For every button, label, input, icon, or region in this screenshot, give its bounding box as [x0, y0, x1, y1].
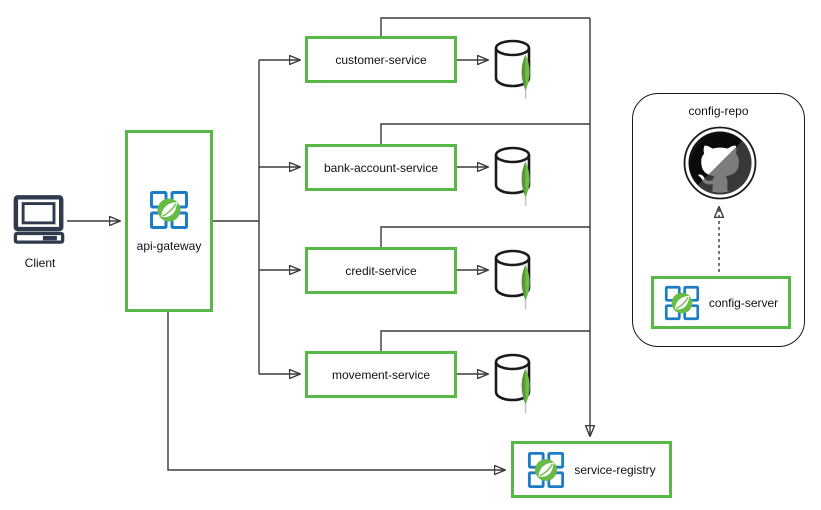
api-gateway-node: api-gateway: [125, 130, 213, 312]
config-server-node: config-server: [651, 276, 791, 329]
services-to-registry-collector: [380, 17, 590, 435]
bank-account-service-label: bank-account-service: [323, 160, 439, 175]
bank-account-service-node: bank-account-service: [305, 144, 457, 191]
credit-service-label: credit-service: [345, 263, 417, 278]
gateway-to-services-branch: [213, 60, 299, 374]
config-repo-container: config-repo config-server: [632, 93, 805, 347]
gateway-to-registry-arrow: [167, 311, 504, 470]
config-server-label: config-server: [708, 295, 779, 310]
mongodb-database-icon: [493, 38, 539, 102]
client-label: Client: [24, 256, 56, 270]
spring-cloud-icon: [149, 190, 189, 230]
service-registry-node: service-registry: [511, 441, 672, 498]
mongodb-database-icon: [493, 352, 539, 416]
config-repo-label: config-repo: [688, 104, 749, 118]
spring-cloud-icon: [527, 451, 565, 489]
movement-service-label: movement-service: [331, 367, 431, 382]
mongodb-database-icon: [493, 248, 539, 312]
service-to-database-arrows: [457, 60, 487, 374]
api-gateway-label: api-gateway: [136, 238, 202, 253]
client-computer-icon: [13, 194, 67, 245]
service-registry-label: service-registry: [574, 462, 656, 477]
mongodb-database-icon: [493, 145, 539, 209]
movement-service-node: movement-service: [305, 351, 457, 398]
customer-service-label: customer-service: [335, 52, 427, 67]
customer-service-node: customer-service: [305, 36, 457, 83]
credit-service-node: credit-service: [305, 247, 457, 294]
